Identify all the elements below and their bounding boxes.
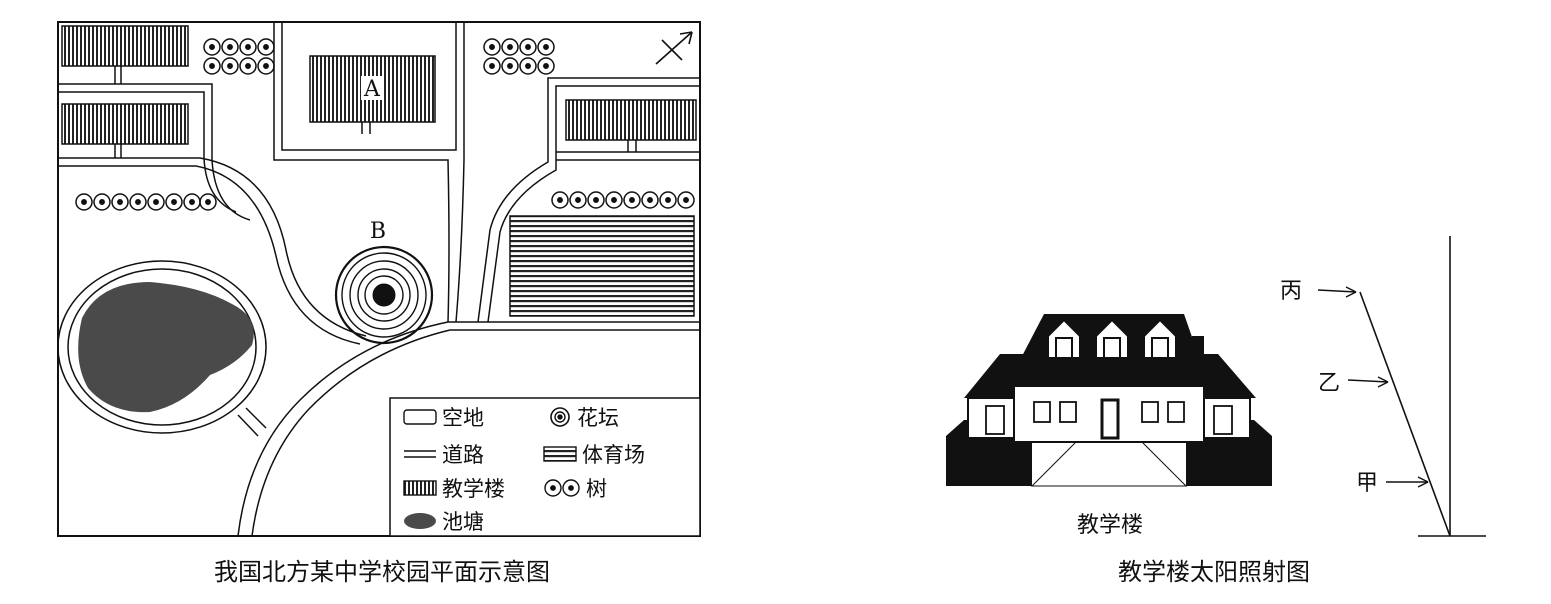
- teaching-building: [565, 99, 697, 141]
- tree-icon: [221, 57, 239, 75]
- road: [281, 22, 457, 151]
- road: [237, 414, 259, 437]
- road: [251, 329, 700, 537]
- tree-icon: [587, 191, 605, 209]
- teaching-building: [61, 103, 189, 145]
- tree-icon: [75, 193, 93, 211]
- ray-label-jia: 甲: [1356, 471, 1378, 496]
- tree-icon: [537, 38, 555, 56]
- tree-icon: [544, 479, 580, 497]
- tree-icon: [199, 193, 217, 211]
- tree-icon: [93, 193, 111, 211]
- tree-icon: [203, 38, 221, 56]
- label-b: B: [370, 219, 386, 244]
- road: [477, 77, 700, 323]
- tree-icon: [519, 57, 537, 75]
- road: [487, 85, 700, 323]
- tree-icon: [569, 191, 587, 209]
- map-caption: 我国北方某中学校园平面示意图: [214, 558, 550, 586]
- teaching-building: [61, 25, 189, 67]
- label-a: A: [363, 77, 381, 102]
- tree-icon: [129, 193, 147, 211]
- tree-icon: [483, 57, 501, 75]
- road: [58, 157, 367, 337]
- map-legend: 空地 花坛 道路 体育场 教学楼 树 池塘: [389, 397, 701, 537]
- tree-icon: [147, 193, 165, 211]
- building-door: [1100, 398, 1120, 440]
- tree-icon: [111, 193, 129, 211]
- map-border: [57, 21, 701, 537]
- ray-arrow-yi: [1347, 379, 1389, 383]
- tree-icon: [239, 38, 257, 56]
- tree-row: [75, 193, 217, 211]
- dormer-windows: [1047, 318, 1177, 359]
- ray-label-bing: 丙: [1280, 279, 1302, 304]
- sun-figure-caption: 教学楼太阳照射图: [1118, 558, 1310, 586]
- tree-icon: [641, 191, 659, 209]
- stadium-icon: [543, 446, 577, 462]
- legend-label-stadium: 体育场: [582, 443, 645, 467]
- tree-icon: [537, 57, 555, 75]
- road: [273, 22, 450, 323]
- legend-label-teaching-building: 教学楼: [442, 477, 505, 501]
- pond: [78, 282, 254, 413]
- tree-icon: [623, 191, 641, 209]
- tree-cluster: [203, 38, 275, 75]
- building-label: 教学楼: [1077, 513, 1143, 538]
- legend-label-flower-bed: 花坛: [577, 406, 619, 430]
- tree-icon: [501, 57, 519, 75]
- ray-label-yi: 乙: [1318, 371, 1340, 396]
- tree-icon: [551, 191, 569, 209]
- sun-ray-line: [1359, 291, 1451, 537]
- tree-icon: [483, 38, 501, 56]
- campus-map: A: [57, 21, 701, 537]
- north-arrow-icon: [655, 31, 693, 65]
- road: [237, 321, 700, 537]
- teaching-building-illustration: [946, 314, 1272, 487]
- road: [245, 407, 267, 429]
- label-a-bg: [361, 76, 383, 100]
- legend-label-open-space: 空地: [442, 406, 484, 430]
- stadium: [509, 215, 695, 317]
- chimney: [1192, 336, 1204, 360]
- legend-label-pond: 池塘: [442, 510, 484, 534]
- flower-bed-b: [334, 245, 434, 345]
- teaching-building-icon: [403, 480, 437, 496]
- tree-row: [551, 191, 695, 209]
- tree-icon: [677, 191, 695, 209]
- tree-icon: [239, 57, 257, 75]
- tree-icon: [203, 57, 221, 75]
- tree-icon: [659, 191, 677, 209]
- legend-box: [389, 397, 701, 537]
- tree-icon: [519, 38, 537, 56]
- sun-ray-diagram: [1317, 236, 1486, 537]
- legend-label-road: 道路: [442, 443, 484, 467]
- road-icon: [404, 450, 436, 458]
- pond-icon: [404, 513, 436, 529]
- building-windows: [985, 401, 1233, 435]
- building-entrance: [1030, 439, 1188, 487]
- road: [455, 22, 465, 323]
- tree-icon: [221, 38, 239, 56]
- ray-arrow-bing: [1317, 289, 1357, 293]
- pond-ring-road: [57, 260, 267, 434]
- tree-icon: [165, 193, 183, 211]
- open-space-icon: [403, 409, 437, 425]
- pond-ring-road: [67, 268, 257, 426]
- tree-icon: [501, 38, 519, 56]
- road: [58, 165, 361, 345]
- tree-cluster: [483, 38, 555, 75]
- tree-icon: [605, 191, 623, 209]
- legend-label-tree: 树: [586, 477, 607, 501]
- flower-bed-icon: [550, 407, 570, 427]
